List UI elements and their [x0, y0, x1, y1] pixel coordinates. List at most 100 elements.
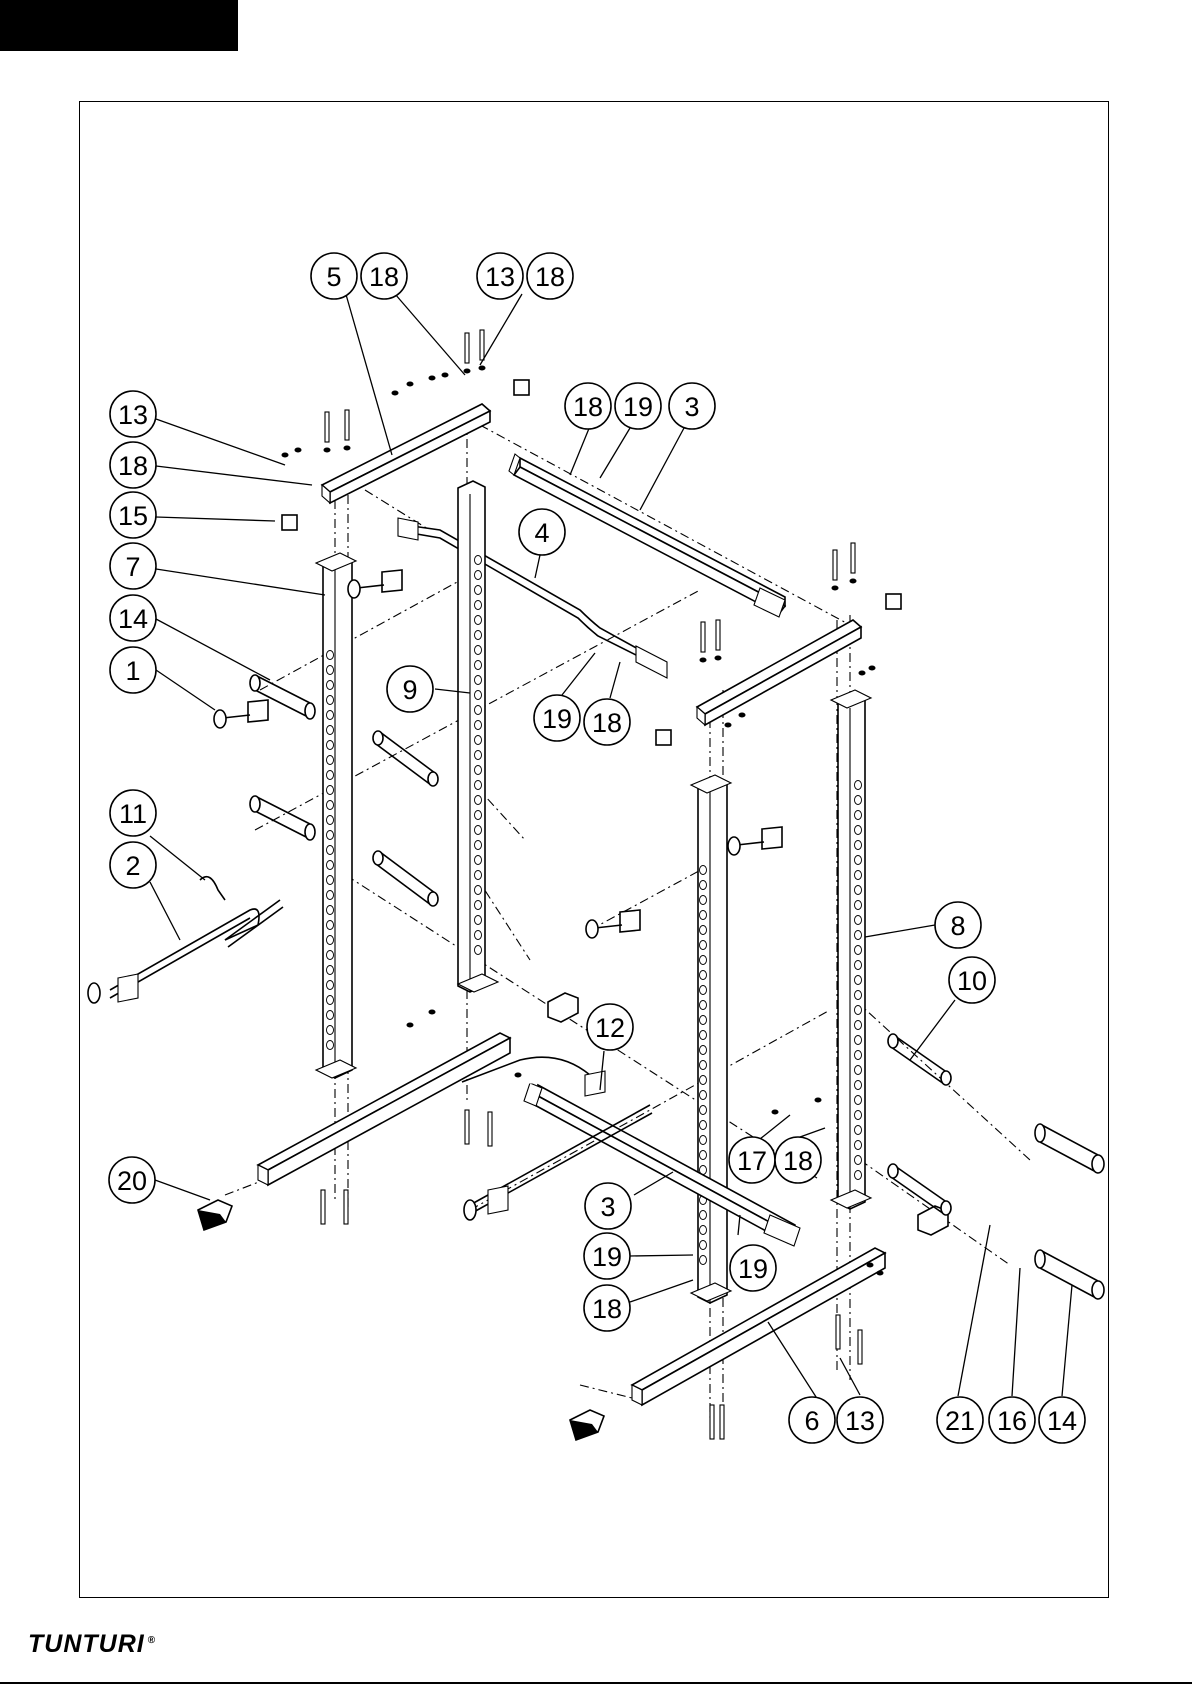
upright-hole [855, 961, 862, 970]
washer [479, 366, 486, 371]
upright-hole [700, 1136, 707, 1145]
svg-text:18: 18 [592, 708, 622, 738]
upright-hole [855, 841, 862, 850]
callout-3: 3 [585, 1183, 631, 1229]
upright-hole [327, 1041, 334, 1050]
callout-13: 13 [477, 253, 523, 299]
callout-18: 18 [584, 699, 630, 745]
callout-9: 9 [387, 666, 433, 712]
upright-hole [327, 1011, 334, 1020]
callout-7: 7 [110, 543, 156, 589]
upright-hole [700, 866, 707, 875]
washer [407, 1023, 414, 1028]
upright-hole [855, 1021, 862, 1030]
upright-hole [855, 811, 862, 820]
upright-hole [855, 1066, 862, 1075]
upright-hole [475, 766, 482, 775]
svg-text:10: 10 [957, 966, 987, 996]
upright-hole [855, 1006, 862, 1015]
upright-hole [327, 996, 334, 1005]
callout-11: 11 [110, 790, 156, 836]
upright-hole [855, 826, 862, 835]
callout-15: 15 [110, 492, 156, 538]
upright-hole [475, 631, 482, 640]
svg-text:9: 9 [402, 675, 417, 705]
upright-hole [855, 916, 862, 925]
upright-hole [855, 781, 862, 790]
washer [429, 1010, 436, 1015]
bolt [321, 1190, 325, 1224]
callout-18: 18 [527, 253, 573, 299]
upright-hole [327, 801, 334, 810]
bolt [720, 1405, 724, 1439]
upright-hole [475, 691, 482, 700]
washer [407, 382, 414, 387]
bolt [716, 620, 720, 650]
upright-hole [475, 856, 482, 865]
washer [859, 671, 866, 676]
upright-hole [855, 1081, 862, 1090]
svg-text:3: 3 [600, 1192, 615, 1222]
washer [344, 446, 351, 451]
base-beam-left [258, 1033, 510, 1185]
callout-8: 8 [935, 902, 981, 948]
callout-4: 4 [519, 509, 565, 555]
upright-hole [855, 871, 862, 880]
upright-hole [700, 1211, 707, 1220]
bolt [465, 333, 469, 363]
upright-hole [327, 741, 334, 750]
svg-text:3: 3 [684, 392, 699, 422]
end-caps-part-15 [282, 380, 901, 745]
svg-text:18: 18 [535, 262, 565, 292]
svg-text:19: 19 [738, 1254, 768, 1284]
upright-hole [700, 1076, 707, 1085]
upright-hole [855, 1171, 862, 1180]
upright-hole [327, 726, 334, 735]
callout-18: 18 [775, 1137, 821, 1183]
upright-hole [327, 846, 334, 855]
upright-hole [475, 781, 482, 790]
upright-hole [475, 616, 482, 625]
tunturi-logo: TUNTURI® [28, 1630, 156, 1659]
callout-19: 19 [534, 695, 580, 741]
bolt [488, 1112, 492, 1146]
upright-hole [327, 696, 334, 705]
callout-17: 17 [729, 1137, 775, 1183]
upright-hole [475, 901, 482, 910]
callout-13: 13 [837, 1397, 883, 1443]
upright-hole [475, 826, 482, 835]
svg-text:15: 15 [118, 501, 148, 531]
upright-hole [700, 1091, 707, 1100]
washer [772, 1110, 779, 1115]
washer [700, 658, 707, 663]
bolt [465, 1110, 469, 1144]
upright-hole [475, 916, 482, 925]
svg-text:17: 17 [737, 1146, 767, 1176]
bolt [345, 410, 349, 440]
svg-text:1: 1 [125, 656, 140, 686]
upright-hole [700, 1241, 707, 1250]
callout-3: 3 [669, 383, 715, 429]
upright-hole [327, 711, 334, 720]
svg-text:11: 11 [119, 799, 147, 829]
upright-hole [700, 881, 707, 890]
svg-text:18: 18 [783, 1146, 813, 1176]
upright-hole [475, 946, 482, 955]
washer [869, 666, 876, 671]
callout-21: 21 [937, 1397, 983, 1443]
upright-hole [327, 786, 334, 795]
upright-hole [700, 971, 707, 980]
bolt [480, 330, 484, 360]
upright-hole [700, 1001, 707, 1010]
svg-text:19: 19 [542, 704, 572, 734]
upright-hole [475, 556, 482, 565]
bolt [344, 1190, 348, 1224]
callout-20: 20 [109, 1157, 155, 1203]
upright-hole [855, 796, 862, 805]
callout-14: 14 [110, 595, 156, 641]
upright-hole [855, 931, 862, 940]
upright-hole [700, 1256, 707, 1265]
svg-text:18: 18 [118, 451, 148, 481]
washer [815, 1098, 822, 1103]
